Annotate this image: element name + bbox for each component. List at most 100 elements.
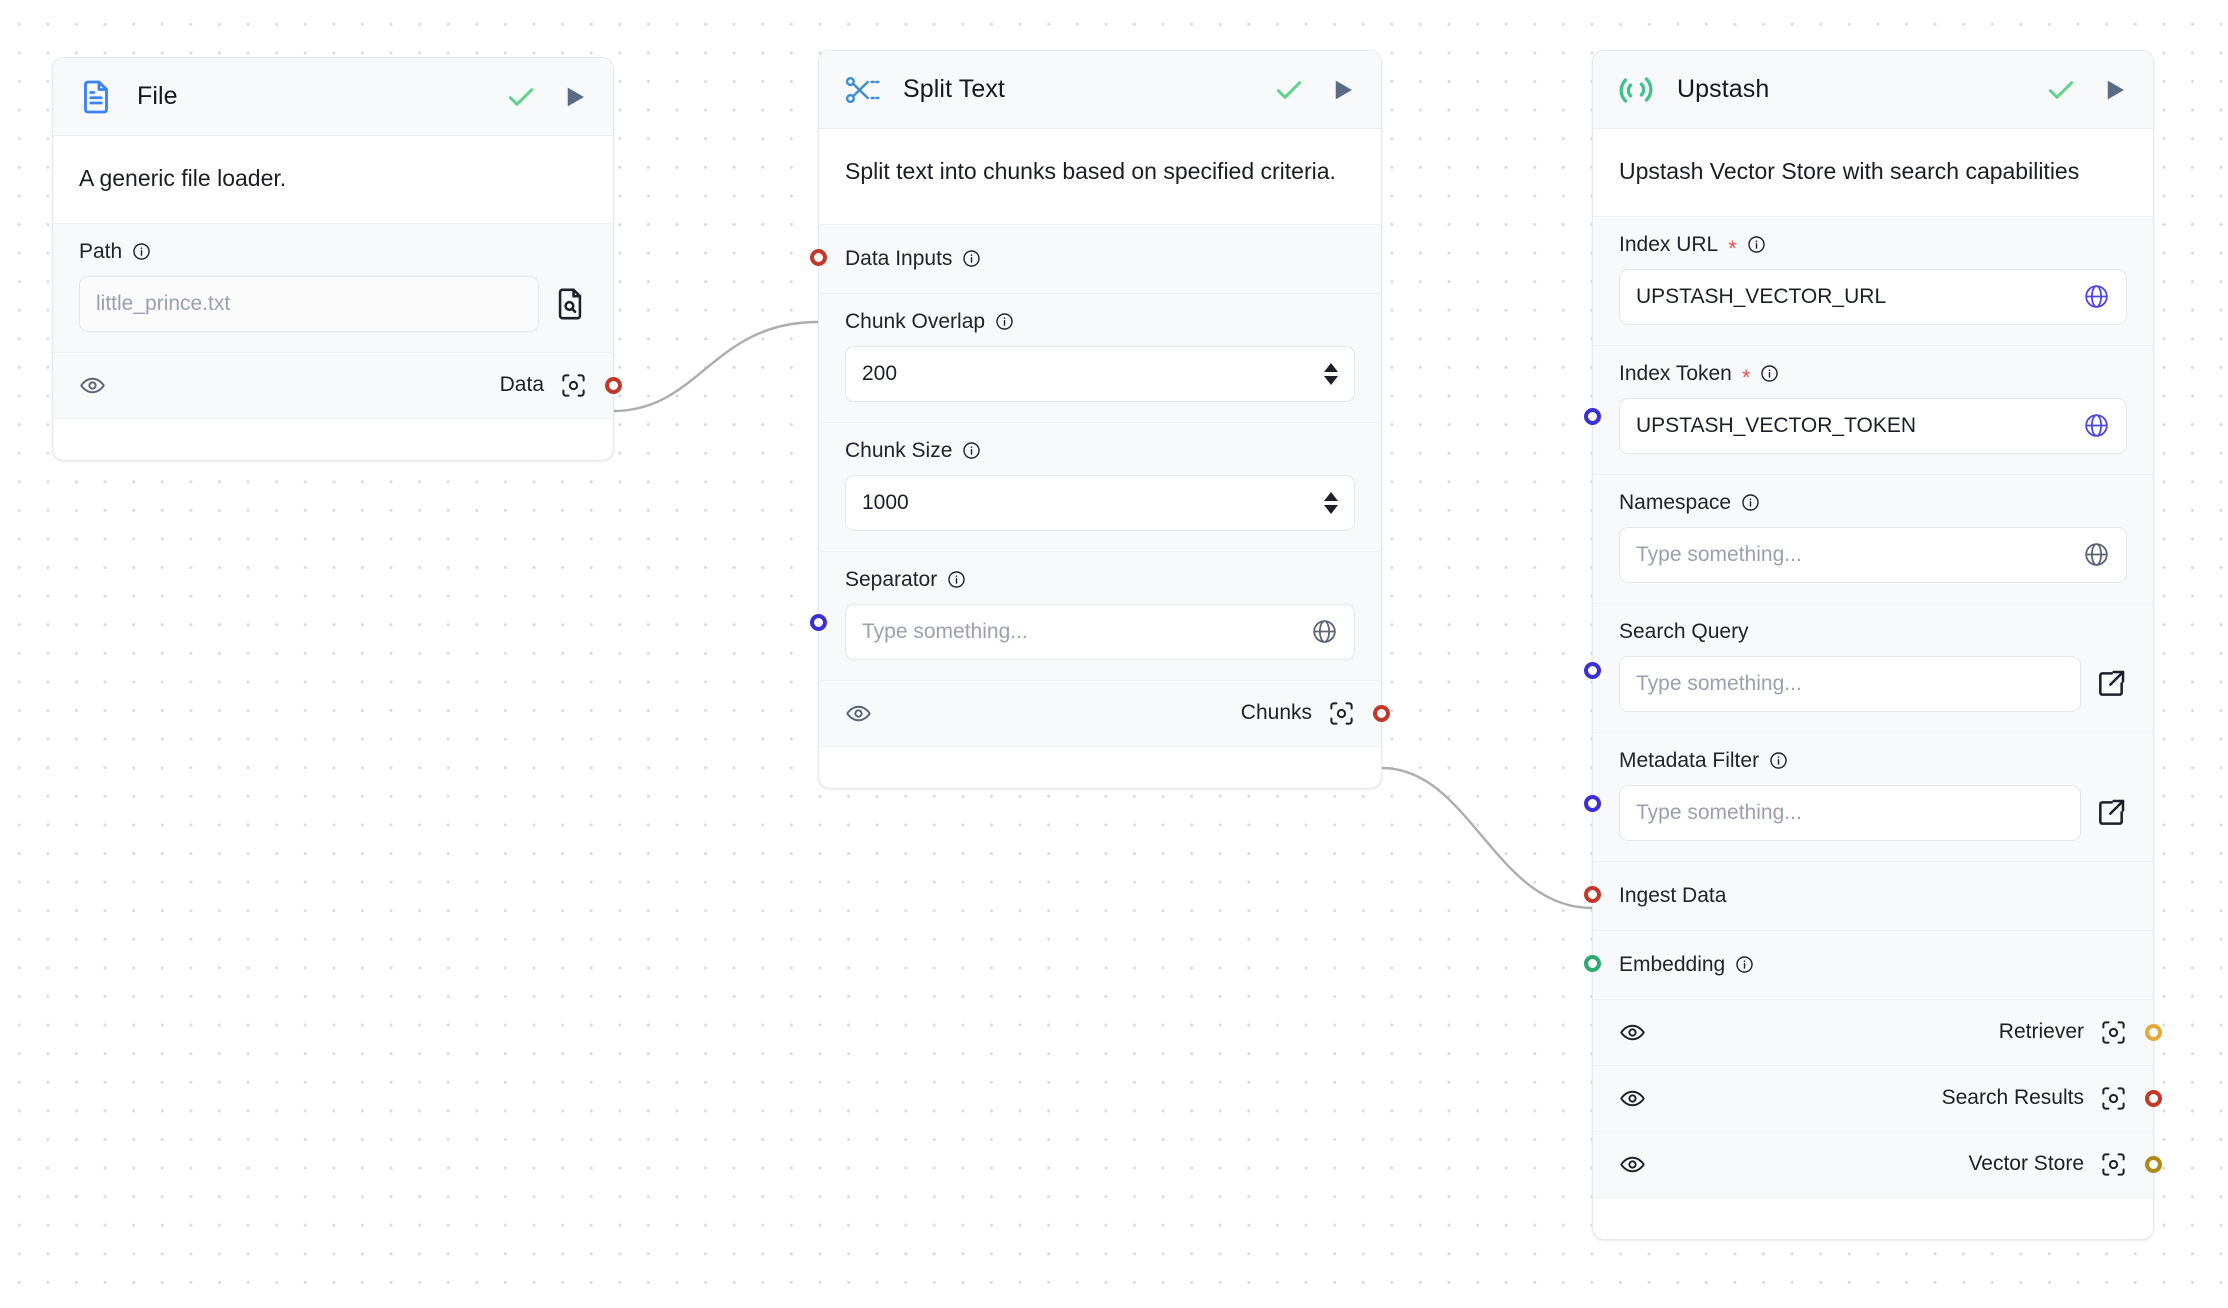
metadata-filter-placeholder: Type something...	[1636, 800, 1802, 824]
search-query-input[interactable]: Type something...	[1619, 655, 2081, 712]
chunk-overlap-value: 200	[862, 361, 898, 385]
scan-eye-icon[interactable]	[560, 372, 587, 399]
info-icon[interactable]	[132, 242, 151, 261]
input-row-embedding[interactable]: Embedding	[1584, 929, 2153, 999]
input-row-data-inputs[interactable]: Data Inputs	[810, 223, 1381, 293]
globe-icon[interactable]	[1311, 618, 1338, 645]
node-upstash-title: Upstash	[1677, 75, 1770, 103]
separator-input[interactable]: Type something...	[845, 603, 1355, 660]
scan-eye-icon[interactable]	[2100, 1151, 2127, 1178]
file-search-icon[interactable]	[553, 287, 587, 321]
node-file[interactable]: File A generic file loader. Path little_…	[52, 57, 622, 461]
info-icon[interactable]	[947, 570, 966, 589]
chunk-size-input[interactable]: 1000	[845, 474, 1355, 531]
play-icon[interactable]	[2099, 75, 2129, 105]
index-token-input[interactable]: UPSTASH_VECTOR_TOKEN	[1619, 397, 2127, 454]
info-icon[interactable]	[1769, 751, 1788, 770]
scan-eye-icon[interactable]	[1328, 700, 1355, 727]
field-separator-label: Separator	[845, 567, 938, 591]
globe-icon[interactable]	[2083, 541, 2110, 568]
port-data-output[interactable]	[605, 376, 622, 394]
check-icon[interactable]	[2045, 74, 2077, 106]
node-split-text-footer	[819, 745, 1381, 788]
port-data-inputs[interactable]	[810, 248, 827, 266]
node-upstash-footer	[1593, 1196, 2153, 1239]
separator-placeholder: Type something...	[862, 619, 1028, 643]
external-link-icon[interactable]	[2095, 797, 2127, 829]
required-asterisk: *	[1728, 235, 1737, 261]
eye-icon[interactable]	[1619, 1085, 1646, 1112]
output-row-retriever[interactable]: Retriever	[1593, 998, 2162, 1065]
chunk-overlap-stepper[interactable]	[1324, 362, 1338, 385]
play-icon[interactable]	[1327, 75, 1357, 105]
output-label-data: Data	[499, 373, 544, 397]
output-row-vector-store[interactable]: Vector Store	[1593, 1130, 2162, 1197]
port-retriever-output[interactable]	[2145, 1023, 2162, 1041]
node-file-description: A generic file loader.	[53, 136, 613, 223]
node-file-header: File	[53, 58, 613, 136]
scan-eye-icon[interactable]	[2100, 1019, 2127, 1046]
chunk-overlap-input[interactable]: 200	[845, 345, 1355, 402]
eye-icon[interactable]	[79, 372, 106, 399]
path-input[interactable]: little_prince.txt	[79, 275, 539, 332]
index-url-input[interactable]: UPSTASH_VECTOR_URL	[1619, 268, 2127, 325]
output-label-retriever: Retriever	[1998, 1020, 2084, 1044]
output-row-data[interactable]: Data	[53, 351, 622, 418]
play-icon[interactable]	[559, 82, 589, 112]
field-index-url: Index URL * UPSTASH_VECTOR_URL	[1593, 215, 2153, 345]
eye-icon[interactable]	[845, 700, 872, 727]
scissors-icon	[843, 71, 881, 109]
node-upstash[interactable]: Upstash Upstash Vector Store with search…	[1584, 50, 2162, 1240]
port-index-token[interactable]	[1584, 407, 1601, 425]
field-separator-label-wrap: Separator	[845, 568, 1355, 592]
node-split-text-header: Split Text	[819, 51, 1381, 129]
port-search-results-output[interactable]	[2145, 1089, 2162, 1107]
path-input-placeholder: little_prince.txt	[96, 291, 231, 315]
output-row-chunks[interactable]: Chunks	[819, 679, 1390, 746]
port-vector-store-output[interactable]	[2145, 1155, 2162, 1173]
node-split-text-title: Split Text	[903, 75, 1005, 103]
info-icon[interactable]	[962, 441, 981, 460]
field-path: Path little_prince.txt	[53, 222, 613, 352]
node-split-text[interactable]: Split Text Split text into chunks based …	[810, 50, 1390, 789]
output-label-search-results: Search Results	[1941, 1086, 2084, 1110]
port-embedding[interactable]	[1584, 954, 1601, 972]
input-row-ingest-data[interactable]: Ingest Data	[1584, 860, 2153, 930]
field-chunk-overlap: Chunk Overlap 200	[819, 292, 1381, 422]
port-chunks-output[interactable]	[1373, 704, 1390, 722]
field-chunk-size-label-wrap: Chunk Size	[845, 439, 1355, 463]
info-icon[interactable]	[962, 249, 981, 268]
field-namespace-label-wrap: Namespace	[1619, 491, 2127, 515]
info-icon[interactable]	[1735, 955, 1754, 974]
port-metadata-filter[interactable]	[1584, 794, 1601, 812]
node-upstash-description: Upstash Vector Store with search capabil…	[1593, 129, 2153, 216]
field-chunk-overlap-label-wrap: Chunk Overlap	[845, 310, 1355, 334]
info-icon[interactable]	[995, 312, 1014, 331]
info-icon[interactable]	[1760, 364, 1779, 383]
input-label-ingest-data: Ingest Data	[1619, 883, 1727, 907]
globe-icon[interactable]	[2083, 412, 2110, 439]
check-icon[interactable]	[505, 81, 537, 113]
info-icon[interactable]	[1747, 235, 1766, 254]
external-link-icon[interactable]	[2095, 668, 2127, 700]
upstash-logo-icon	[1617, 71, 1655, 109]
eye-icon[interactable]	[1619, 1019, 1646, 1046]
globe-icon[interactable]	[2083, 283, 2110, 310]
port-ingest-data[interactable]	[1584, 885, 1601, 903]
namespace-input[interactable]: Type something...	[1619, 526, 2127, 583]
check-icon[interactable]	[1273, 74, 1305, 106]
field-separator: Separator Type something...	[810, 550, 1381, 680]
eye-icon[interactable]	[1619, 1151, 1646, 1178]
chunk-size-stepper[interactable]	[1324, 491, 1338, 514]
field-search-query-label: Search Query	[1619, 619, 1749, 643]
field-path-row: little_prince.txt	[79, 275, 587, 332]
output-row-search-results[interactable]: Search Results	[1593, 1064, 2162, 1131]
namespace-placeholder: Type something...	[1636, 542, 1802, 566]
metadata-filter-input[interactable]: Type something...	[1619, 784, 2081, 841]
info-icon[interactable]	[1741, 493, 1760, 512]
scan-eye-icon[interactable]	[2100, 1085, 2127, 1112]
field-namespace: Namespace Type something...	[1593, 473, 2153, 603]
port-search-query[interactable]	[1584, 661, 1601, 679]
port-separator[interactable]	[810, 613, 827, 631]
